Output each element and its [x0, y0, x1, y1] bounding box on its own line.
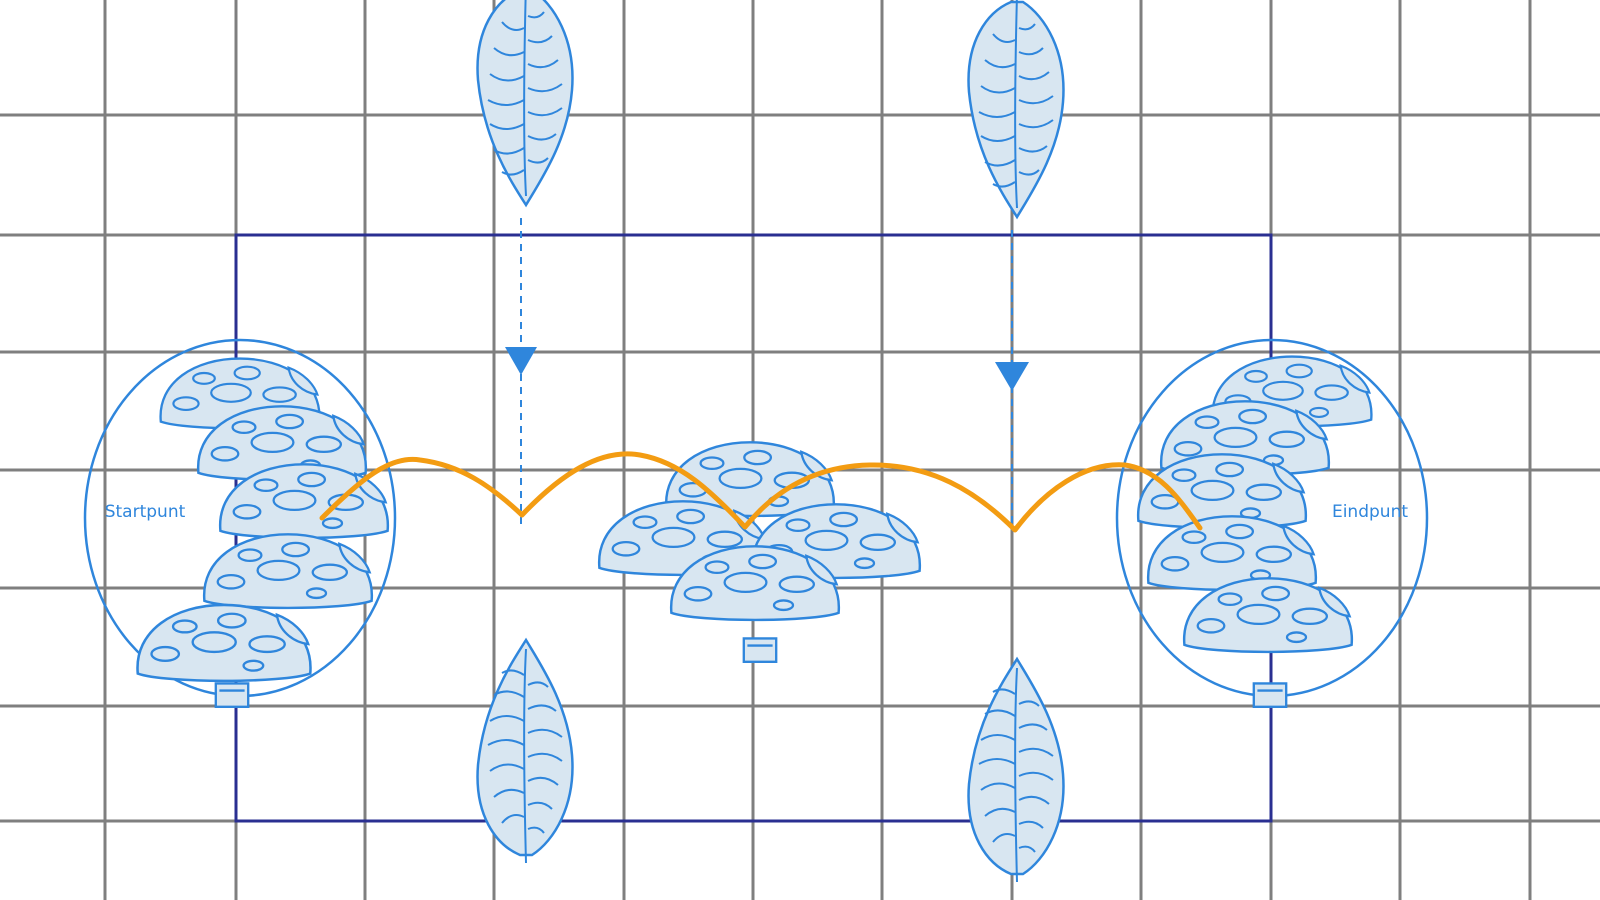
start-mushroom-cluster-icon — [136, 357, 390, 708]
triangle-down-icon — [995, 362, 1029, 391]
falling-leaf-icon-left — [476, 0, 574, 207]
jump-trajectory — [319, 451, 1203, 533]
standing-leaf-icon-left — [476, 638, 574, 865]
middle-mushroom-cluster-icon — [597, 441, 922, 663]
triangle-down-icon — [505, 347, 537, 375]
standing-leaf-icon-right — [967, 657, 1065, 884]
end-label: Eindpunt — [1332, 502, 1408, 522]
drop-indicator-right — [995, 230, 1029, 530]
falling-leaf-icon-right — [967, 0, 1065, 219]
start-zone: Startpunt — [83, 338, 397, 708]
start-label: Startpunt — [105, 502, 186, 522]
drop-indicator-left — [505, 218, 537, 530]
end-zone: Eindpunt — [1115, 338, 1429, 708]
